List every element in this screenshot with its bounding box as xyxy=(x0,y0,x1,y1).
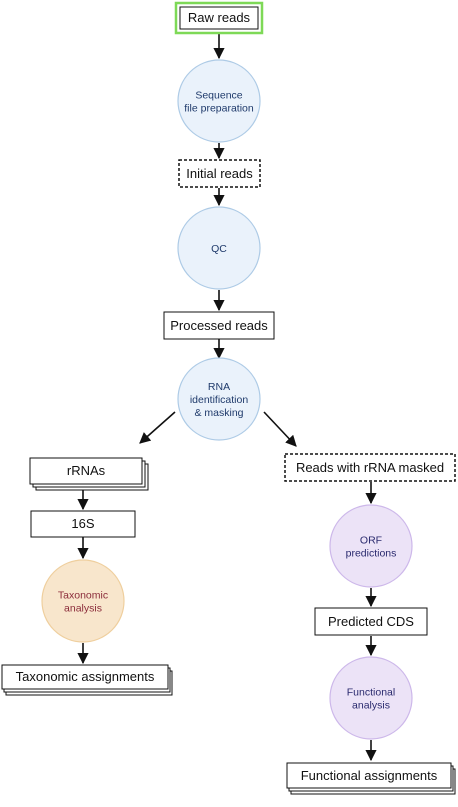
arrow-rna-to-rrnas xyxy=(139,411,176,444)
predicted-cds-box xyxy=(314,607,428,636)
processed-reads-label: Processed reads xyxy=(170,318,268,333)
label-line: identification xyxy=(190,394,249,406)
rrnas-stack-front xyxy=(29,457,143,485)
label-line: analysis xyxy=(352,700,390,712)
flow-arrows xyxy=(77,33,377,762)
initial-reads-label: Initial reads xyxy=(186,166,253,181)
label-line: ORF xyxy=(360,535,382,547)
node-rrnas: rRNAs xyxy=(29,457,149,491)
raw-reads-label: Raw reads xyxy=(188,10,251,25)
node-qc: QC xyxy=(177,206,261,290)
node-predicted-cds: Predicted CDS xyxy=(314,607,428,636)
tax-analysis-circle xyxy=(41,559,125,643)
label-line: file preparation xyxy=(184,103,254,115)
rrnas-label: rRNAs xyxy=(67,463,106,478)
label-line: QC xyxy=(211,243,227,255)
label-line: RNA xyxy=(208,381,230,393)
predicted-cds-label: Predicted CDS xyxy=(328,614,414,629)
label-line: Taxonomic xyxy=(58,590,108,602)
tax-assign-stack-front xyxy=(1,664,169,690)
16s-box xyxy=(30,510,136,538)
func-assign-label: Functional assignments xyxy=(301,768,438,783)
node-processed-reads: Processed reads xyxy=(163,311,275,340)
tax-assign-label: Taxonomic assignments xyxy=(16,669,155,684)
processed-reads-box xyxy=(163,311,275,340)
qc-circle xyxy=(177,206,261,290)
raw-reads-inner-box xyxy=(179,6,259,30)
label-line: Sequence xyxy=(195,90,242,102)
qc-label: QC xyxy=(211,243,227,255)
node-functional-assignments: Functional assignments xyxy=(286,762,456,795)
arrow-rna-to-masked xyxy=(263,411,297,447)
label-line: & masking xyxy=(194,407,243,419)
rna-id-circle xyxy=(177,357,261,441)
rrna-masked-label: Reads with rRNA masked xyxy=(296,460,444,475)
orf-circle xyxy=(329,504,413,588)
label-line: analysis xyxy=(64,603,102,615)
label-line: predictions xyxy=(346,548,397,560)
node-initial-reads: Initial reads xyxy=(178,159,261,188)
node-reads-rrna-masked: Reads with rRNA masked xyxy=(284,453,456,482)
16s-label: 16S xyxy=(71,516,94,531)
label-line: Functional xyxy=(347,687,395,699)
node-taxonomic-assignments: Taxonomic assignments xyxy=(1,664,173,696)
rrna-masked-box xyxy=(284,453,456,482)
seq-prep-circle xyxy=(177,59,261,143)
node-raw-reads: Raw reads xyxy=(174,1,264,35)
func-analysis-circle xyxy=(329,656,413,740)
initial-reads-box xyxy=(178,159,261,188)
func-assign-stack-front xyxy=(286,762,452,789)
node-16s: 16S xyxy=(30,510,136,538)
